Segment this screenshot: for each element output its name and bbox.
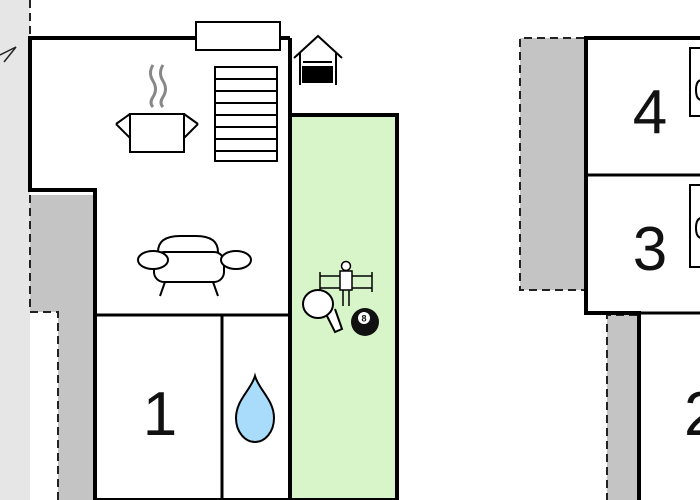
upper-floor-walls bbox=[584, 36, 700, 500]
steam-icon bbox=[149, 64, 167, 109]
stairs-icon bbox=[214, 66, 278, 162]
shower-icon bbox=[689, 47, 700, 268]
left-outdoor-area bbox=[0, 0, 95, 500]
sauna-house-icon bbox=[293, 34, 343, 85]
room-number-3: 3 bbox=[633, 215, 667, 284]
room-number-2: 2 bbox=[684, 380, 700, 449]
right-outdoor-area bbox=[519, 37, 637, 500]
room-number-1: 1 bbox=[143, 380, 177, 449]
kitchen-counter bbox=[195, 21, 281, 51]
ground-floor-walls bbox=[28, 36, 399, 500]
billiard-ball-icon: 8 bbox=[351, 308, 379, 336]
table-tennis-icon bbox=[302, 289, 344, 334]
foosball-icon bbox=[319, 260, 373, 306]
stove-icon bbox=[115, 113, 199, 153]
ball-number: 8 bbox=[361, 314, 366, 324]
sofa-icon bbox=[137, 235, 252, 297]
water-drop-icon bbox=[234, 372, 276, 444]
room-number-4: 4 bbox=[633, 78, 667, 147]
